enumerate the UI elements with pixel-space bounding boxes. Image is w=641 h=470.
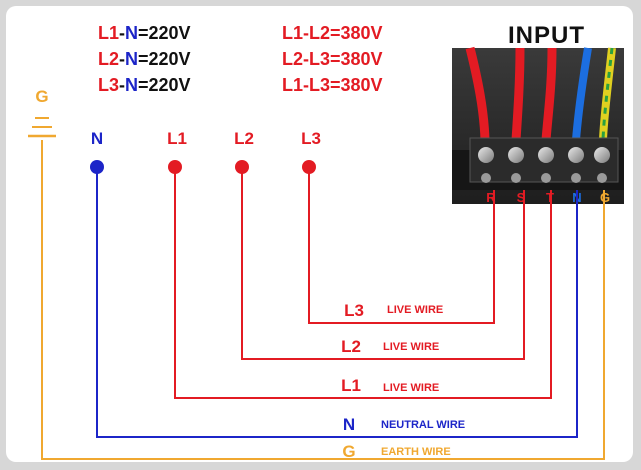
wire-l1-code: L1 [341, 376, 361, 395]
wire-earth [41, 140, 605, 460]
terminal-l2-dot [235, 160, 249, 174]
terminal-n-dot [90, 160, 104, 174]
input-title: INPUT [508, 22, 585, 49]
ground-label: G [35, 87, 48, 106]
formula-l1-l2: L1-L2=380V [282, 23, 383, 43]
terminal-l1-label: L1 [167, 129, 187, 148]
ground-icon [28, 117, 56, 138]
formula-l2-n: L2-N=220V [98, 49, 191, 69]
terminal-l3-dot [302, 160, 316, 174]
wire-neutral [96, 167, 578, 438]
wire-l1 [174, 167, 552, 399]
formula-l2-l3: L2-L3=380V [282, 49, 383, 69]
terminal-l1-dot [168, 160, 182, 174]
wire-earth-name: EARTH WIRE [381, 446, 451, 458]
wire-l3 [308, 167, 495, 324]
formula-l1-n: L1-N=220V [98, 23, 191, 43]
wire-l2-code: L2 [341, 337, 361, 356]
formula-l1-l3: L1-L3=380V [282, 75, 383, 95]
wire-l3-name: LIVE WIRE [387, 304, 443, 316]
wire-neutral-code: N [343, 415, 355, 434]
block-letter-s: S [517, 190, 526, 205]
wire-l2 [241, 167, 525, 360]
formula-l3-n: L3-N=220V [98, 75, 191, 95]
terminal-l2-label: L2 [234, 129, 254, 148]
wire-l2-name: LIVE WIRE [383, 341, 439, 353]
block-letter-r: R [486, 190, 496, 205]
terminal-n-label: N [91, 129, 103, 148]
input-terminal-photo: R S T N G [452, 46, 624, 205]
wire-neutral-name: NEUTRAL WIRE [381, 419, 465, 431]
wire-earth-code: G [342, 442, 355, 461]
wire-l1-name: LIVE WIRE [383, 382, 439, 394]
terminal-l3-label: L3 [301, 129, 321, 148]
wire-l3-code: L3 [344, 301, 364, 320]
